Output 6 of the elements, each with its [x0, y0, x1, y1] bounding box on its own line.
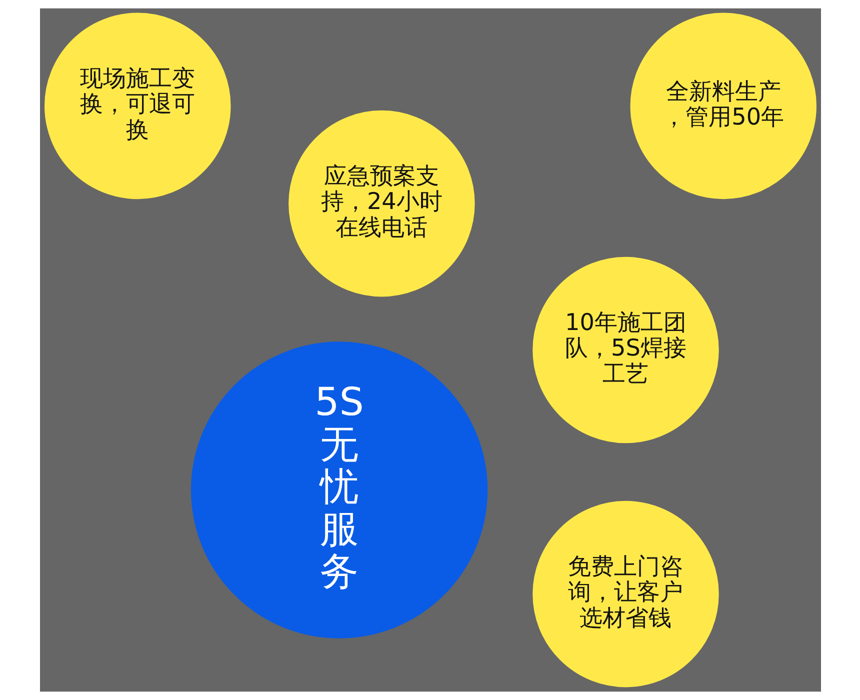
node-circle: 现场施工变换，可退可换 [44, 12, 230, 200]
node-circle: 5S无忧服务 [190, 342, 488, 638]
node-circle: 应急预案支持，24小时在线电话 [288, 110, 474, 297]
node-circle: 全新料生产，管用50年 [630, 12, 816, 200]
node-circle: 10年施工团队，5S焊接工艺 [532, 256, 718, 444]
node-circle: 免费上门咨询，让客户选材省钱 [532, 500, 718, 688]
